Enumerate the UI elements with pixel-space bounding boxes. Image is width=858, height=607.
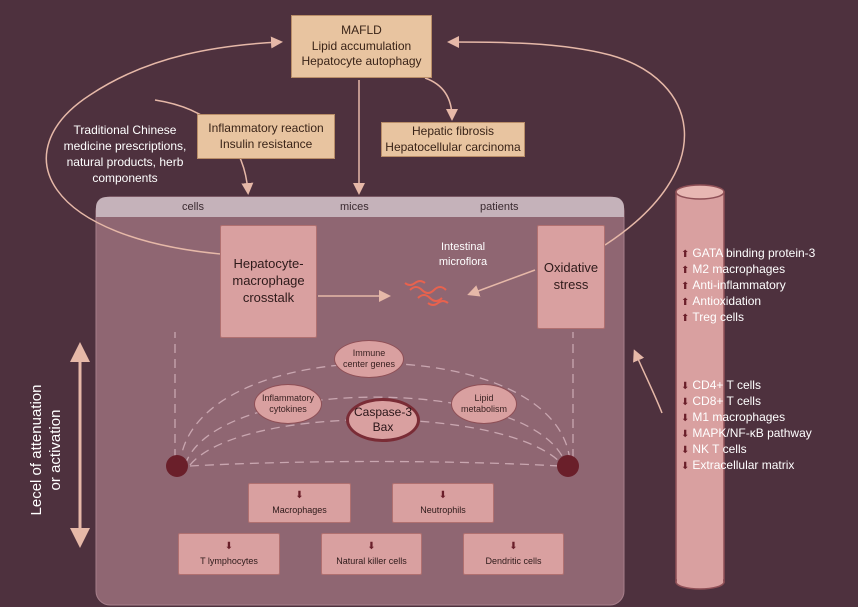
t-lymphocytes-box: ⬇ T lymphocytes (178, 533, 280, 575)
down-item: ⬇CD8+ T cells (681, 394, 761, 408)
up-item: ⬆Anti-inflammatory (681, 278, 786, 292)
right-loop-arrow (447, 36, 686, 246)
immune-ellipse: Immune center genes (334, 340, 404, 378)
column-to-panel-arrow (633, 349, 663, 414)
down-arrow-icon: ⬇ (681, 429, 690, 440)
down-arrow-icon: ⬇ (367, 541, 376, 552)
down-item: ⬇M1 macrophages (681, 410, 786, 424)
immune-line2: center genes (342, 359, 396, 369)
t-lymphocytes-label: T lymphocytes (200, 556, 258, 566)
dashed-arc-outer (179, 362, 571, 466)
fibrosis-line1: Hepatic fibrosis (411, 123, 495, 138)
cytokines-ellipse: Inflammatory cytokines (254, 384, 322, 424)
oxidative-box: Oxidative stress (537, 225, 605, 329)
down-arrow-icon: ⬇ (681, 381, 690, 392)
down-arrow-icon: ⬇ (509, 541, 518, 552)
mafld-line2: Lipid accumulation (311, 38, 412, 53)
up-arrow-icon: ⬆ (681, 297, 690, 308)
level-line2: or activation (47, 409, 64, 491)
header-cells: cells (182, 201, 205, 213)
down-item: ⬇MAPK/NF-κB pathway (681, 426, 812, 440)
inflammatory-line2: Insulin resistance (219, 136, 313, 151)
microflora-line1: Intestinal (440, 241, 486, 253)
tcm-line3: natural products, herb (66, 155, 184, 169)
down-item: ⬇CD4+ T cells (681, 378, 761, 392)
tcm-line4: components (92, 171, 158, 185)
down-arrow-icon: ⬇ (681, 413, 690, 424)
down-arrow-icon: ⬇ (681, 461, 690, 472)
neutrophils-box: ⬇ Neutrophils (392, 483, 494, 523)
mafld-line3: Hepatocyte autophagy (301, 54, 422, 69)
cytokines-line1: Inflammatory (261, 392, 314, 403)
tcm-label: Traditional Chinese medicine prescriptio… (40, 122, 210, 186)
up-arrow-icon: ⬆ (681, 265, 690, 276)
tcm-line1: Traditional Chinese (73, 123, 177, 137)
crosstalk-line1: Hepatocyte- (233, 256, 304, 272)
dendritic-label: Dendritic cells (485, 556, 542, 566)
tcm-line2: medicine prescriptions, (63, 139, 187, 153)
up-item: ⬆M2 macrophages (681, 262, 786, 276)
lipid-line1: Lipid (474, 392, 494, 403)
oxidative-arrow (467, 269, 536, 297)
down-arrow-icon: ⬇ (224, 541, 234, 552)
caspase-ellipse: Caspase-3 Bax (346, 398, 420, 442)
header-mices: mices (340, 201, 369, 213)
dashed-arc-inner (189, 419, 561, 466)
lipid-ellipse: Lipid metabolism (451, 384, 517, 424)
macrophages-label: Macrophages (272, 505, 327, 515)
microflora-icon (404, 280, 449, 306)
up-arrow-icon: ⬆ (681, 249, 690, 260)
microflora-label: Intestinal microflora (418, 240, 508, 270)
fibrosis-line2: Hepatocellular carcinoma (385, 139, 521, 154)
macrophages-box: ⬇ Macrophages (248, 483, 351, 523)
immune-line1: Immune (352, 347, 386, 358)
left-loop-arrow (45, 36, 283, 256)
crosstalk-box: Hepatocyte- macrophage crosstalk (220, 225, 317, 338)
down-item: ⬇NK T cells (681, 442, 747, 456)
dashed-base-line (189, 460, 561, 467)
inflammatory-box: Inflammatory reaction Insulin resistance (197, 114, 335, 159)
cytokines-line2: cytokines (269, 404, 307, 414)
up-item: ⬆Treg cells (681, 310, 744, 324)
mafld-box: MAFLD Lipid accumulation Hepatocyte auto… (291, 15, 432, 78)
caspase-line1: Caspase-3 (353, 405, 413, 419)
up-arrow-icon: ⬆ (681, 281, 690, 292)
microflora-line2: microflora (438, 256, 488, 268)
mafld-to-fibrosis-arrow (424, 77, 458, 121)
fibrosis-box: Hepatic fibrosis Hepatocellular carcinom… (381, 122, 525, 157)
oxidative-line2: stress (553, 277, 589, 292)
lipid-line2: metabolism (460, 404, 507, 414)
neutrophils-label: Neutrophils (420, 505, 466, 515)
level-line1: Lecel of attenuation (28, 384, 45, 516)
down-arrow-icon: ⬇ (438, 490, 448, 501)
right-node-dot (557, 455, 579, 477)
dendritic-box: ⬇ Dendritic cells (463, 533, 564, 575)
down-item: ⬇Extracellular matrix (681, 458, 795, 472)
up-item: ⬆Antioxidation (681, 294, 762, 308)
up-item: ⬆GATA binding protein-3 (681, 246, 816, 260)
crosstalk-line3: crosstalk (242, 289, 295, 305)
down-arrow-icon: ⬇ (681, 445, 690, 456)
nk-cells-box: ⬇ Natural killer cells (321, 533, 422, 575)
nk-cells-label: Natural killer cells (336, 556, 407, 566)
down-arrow-icon: ⬇ (681, 397, 690, 408)
inflammatory-line1: Inflammatory reaction (208, 120, 324, 135)
mafld-title: MAFLD (341, 23, 382, 38)
caspase-line2: Bax (372, 420, 394, 434)
header-patients: patients (480, 201, 519, 213)
dashed-arc-mid (184, 396, 566, 466)
left-node-dot (166, 455, 188, 477)
crosstalk-line2: macrophage (232, 273, 305, 289)
up-arrow-icon: ⬆ (681, 313, 690, 324)
down-arrow-icon: ⬇ (295, 490, 304, 501)
result-cylinder (675, 184, 725, 590)
level-label: Lecel of attenuation or activation (27, 365, 67, 535)
oxidative-line1: Oxidative (543, 260, 599, 276)
